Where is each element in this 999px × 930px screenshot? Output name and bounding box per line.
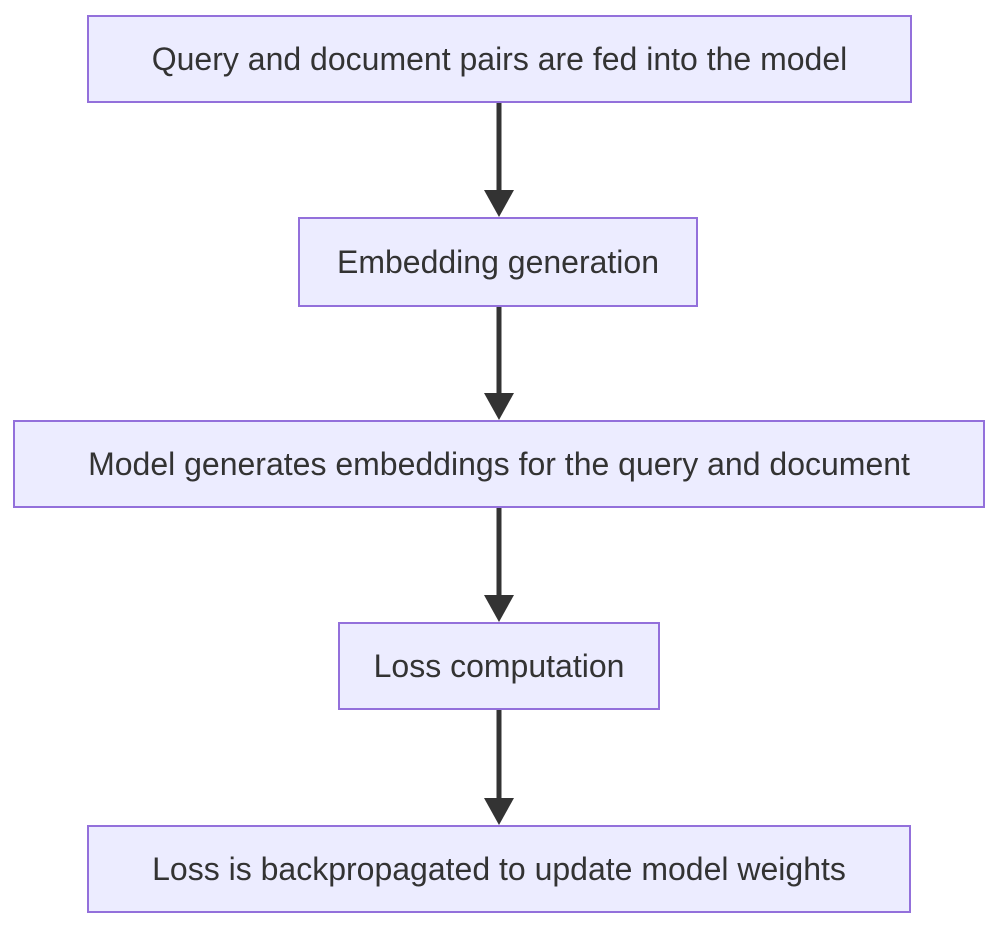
node-query-document-pairs: Query and document pairs are fed into th… xyxy=(87,15,912,103)
node-loss-backpropagated: Loss is backpropagated to update model w… xyxy=(87,825,911,913)
node-embedding-generation: Embedding generation xyxy=(298,217,698,307)
edge-step4-step5 xyxy=(483,710,515,825)
node-model-generates-embeddings: Model generates embeddings for the query… xyxy=(13,420,985,508)
arrowhead-icon xyxy=(484,393,514,420)
arrow-shaft xyxy=(496,307,502,396)
edge-step1-step2 xyxy=(483,103,515,217)
arrow-shaft xyxy=(496,710,502,801)
arrow-shaft xyxy=(496,508,502,598)
node-label: Embedding generation xyxy=(336,243,659,280)
node-loss-computation: Loss computation xyxy=(338,622,660,710)
node-label: Loss is backpropagated to update model w… xyxy=(152,850,846,887)
node-label: Loss computation xyxy=(373,647,625,684)
node-label: Model generates embeddings for the query… xyxy=(88,445,910,482)
arrowhead-icon xyxy=(484,798,514,825)
edge-step3-step4 xyxy=(483,508,515,622)
arrowhead-icon xyxy=(484,595,514,622)
edge-step2-step3 xyxy=(483,307,515,420)
arrow-shaft xyxy=(496,103,502,193)
node-label: Query and document pairs are fed into th… xyxy=(151,40,848,77)
arrowhead-icon xyxy=(484,190,514,217)
